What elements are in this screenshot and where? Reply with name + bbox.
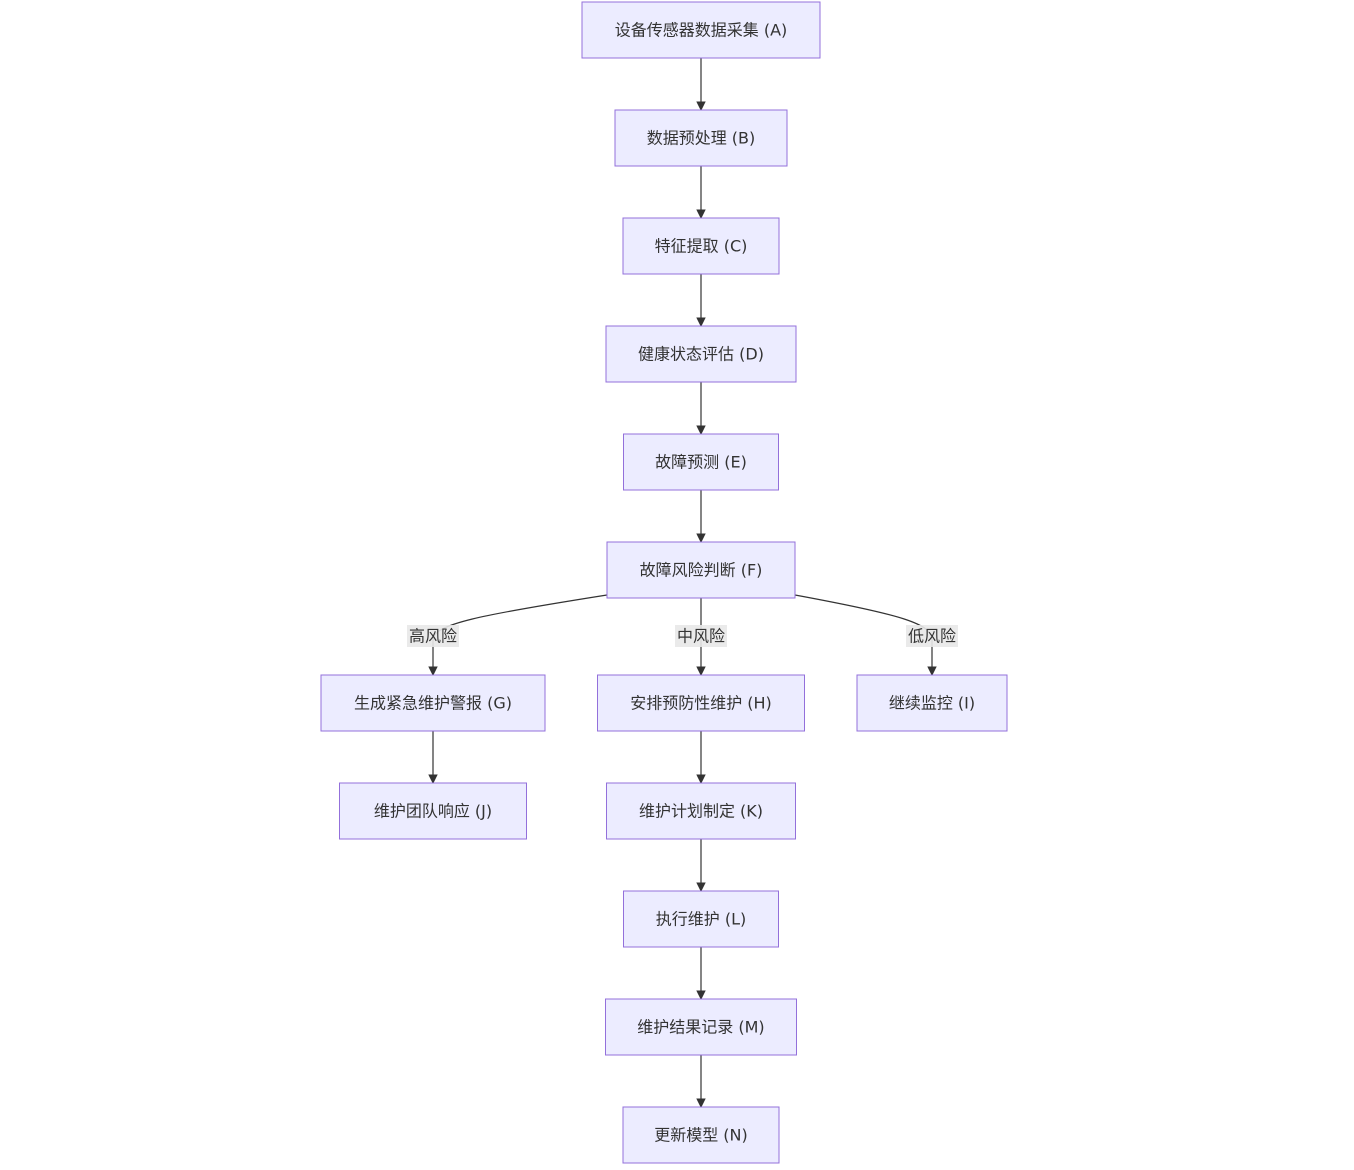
node-box [614,109,788,167]
node-G[interactable]: 生成紧急维护警报 (G) [320,674,546,732]
node-C[interactable]: 特征提取 (C) [622,217,780,275]
node-label: 数据预处理 (B) [647,129,756,148]
node-label: 安排预防性维护 (H) [630,694,772,713]
node-J[interactable]: 维护团队响应 (J) [339,782,527,840]
node-K[interactable]: 维护计划制定 (K) [606,782,796,840]
node-label: 维护结果记录 (M) [637,1018,764,1037]
node-label: 执行维护 (L) [656,910,747,929]
node-M[interactable]: 维护结果记录 (M) [605,998,797,1056]
edge-F-G [428,594,608,676]
edge-label-text: 中风险 [677,627,725,646]
node-label: 故障风险判断 (F) [640,561,763,580]
node-label: 更新模型 (N) [654,1126,748,1145]
edge-label-text: 低风险 [908,627,956,646]
node-box [622,1106,780,1164]
node-H[interactable]: 安排预防性维护 (H) [597,674,805,732]
node-box [605,998,797,1056]
edge-label-background [407,625,459,647]
node-box [623,890,779,948]
node-label: 健康状态评估 (D) [638,345,764,364]
nodes-layer: 设备传感器数据采集 (A) 数据预处理 (B) 特征提取 (C) 健康状态评估 (D)… [320,1,1008,1164]
node-label: 继续监控 (I) [889,694,975,713]
node-box [597,674,805,732]
node-label: 维护团队响应 (J) [374,802,492,821]
edge-label-background [675,625,727,647]
node-label: 生成紧急维护警报 (G) [354,694,512,713]
node-D[interactable]: 健康状态评估 (D) [605,325,797,383]
node-box [581,1,821,59]
edge-label-text: 高风险 [409,627,457,646]
edge-label-F-I: 低风险 [906,625,958,647]
edge-label-F-H: 中风险 [675,625,727,647]
node-N[interactable]: 更新模型 (N) [622,1106,780,1164]
node-label: 特征提取 (C) [655,237,748,256]
node-I[interactable]: 继续监控 (I) [856,674,1008,732]
node-box [623,433,779,491]
node-box [339,782,527,840]
node-E[interactable]: 故障预测 (E) [623,433,779,491]
node-label: 维护计划制定 (K) [639,802,763,821]
node-box [605,325,797,383]
node-A[interactable]: 设备传感器数据采集 (A) [581,1,821,59]
node-box [606,541,796,599]
edge-label-F-G: 高风险 [407,625,459,647]
node-box [320,674,546,732]
node-L[interactable]: 执行维护 (L) [623,890,779,948]
edge-label-background [906,625,958,647]
node-box [856,674,1008,732]
node-box [622,217,780,275]
node-F[interactable]: 故障风险判断 (F) [606,541,796,599]
node-label: 故障预测 (E) [655,453,747,472]
edge-labels-layer: 高风险 中风险 低风险 [407,625,958,647]
node-box [606,782,796,840]
node-label: 设备传感器数据采集 (A) [615,21,788,40]
node-B[interactable]: 数据预处理 (B) [614,109,788,167]
